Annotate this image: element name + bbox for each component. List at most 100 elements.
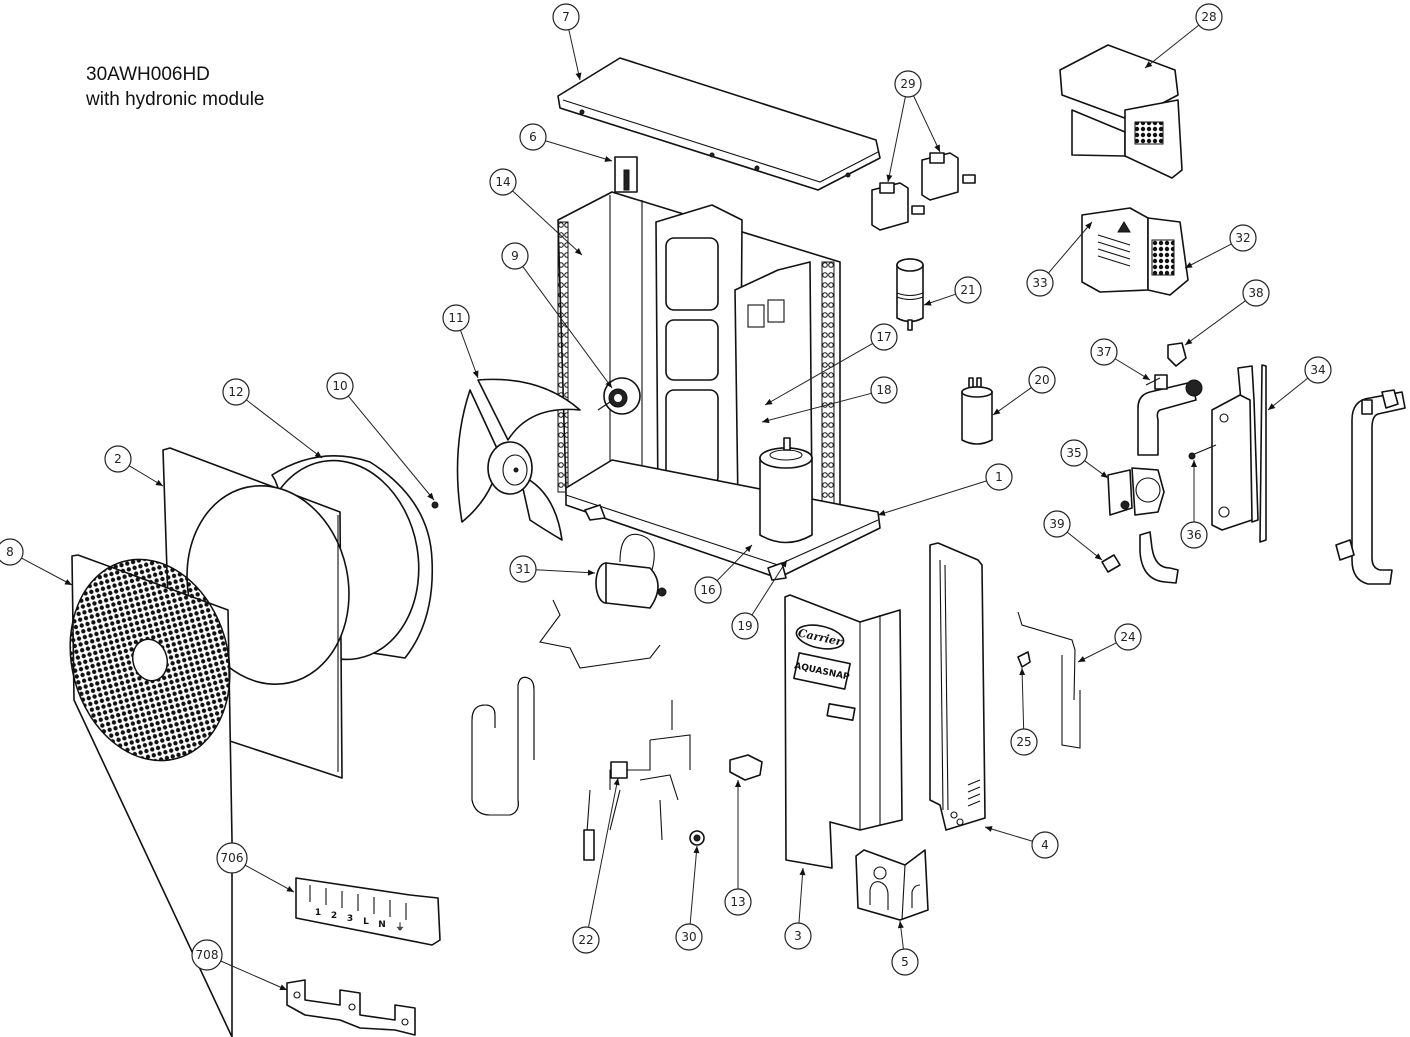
part-electronic-board — [1081, 207, 1189, 296]
arrowhead-icon — [924, 299, 932, 306]
callout-number: 31 — [515, 562, 530, 576]
callout-33: 33 — [1026, 269, 1054, 297]
callout-bubbles: 1234567891011121314161718192021222425282… — [0, 3, 1332, 976]
arrowhead-icon — [64, 579, 72, 585]
arrowhead-icon — [613, 778, 620, 786]
part-pipe-assembly — [1017, 611, 1081, 749]
callout-708: 708 — [191, 939, 223, 971]
arrowhead-icon — [799, 868, 806, 876]
callout-circle — [675, 923, 703, 951]
arrowhead-icon — [1145, 61, 1153, 68]
part-u-pipes — [471, 676, 535, 816]
callout-circle — [954, 276, 982, 304]
callout-31: 31 — [509, 555, 537, 583]
callout-circle — [731, 612, 759, 640]
terminal-label: ⏚ — [395, 922, 404, 933]
arrowhead-icon — [1268, 403, 1276, 410]
part-base-pan — [565, 459, 881, 581]
arrowhead-icon — [693, 846, 700, 854]
leader-line-31 — [535, 569, 596, 574]
callout-number: 7 — [562, 10, 570, 24]
leader-line-33 — [1048, 221, 1093, 274]
arrowhead-icon — [1078, 656, 1086, 662]
arrowhead-icon — [1100, 471, 1108, 478]
leader-line-29 — [913, 95, 941, 153]
callout-circle — [501, 242, 529, 270]
callout-39: 39 — [1043, 510, 1071, 538]
arrowhead-icon — [1094, 553, 1102, 560]
callout-1: 1 — [985, 463, 1013, 491]
callout-3: 3 — [784, 922, 812, 950]
part-top-cover — [557, 57, 881, 191]
callout-8: 8 — [0, 538, 24, 566]
callout-number: 18 — [876, 383, 891, 397]
callout-number: 10 — [332, 379, 347, 393]
callout-circle — [1195, 3, 1223, 31]
callout-17: 17 — [870, 323, 898, 351]
part-return-pipe-assembly — [1335, 389, 1406, 585]
callout-19: 19 — [731, 612, 759, 640]
leader-line-20 — [992, 387, 1032, 416]
arrowhead-icon — [427, 492, 434, 500]
callout-circle — [1060, 439, 1088, 467]
callout-12: 12 — [222, 378, 250, 406]
callout-32: 32 — [1229, 224, 1257, 252]
callout-7: 7 — [552, 3, 580, 31]
part-drain-valve — [1101, 554, 1121, 573]
leader-line-8 — [21, 557, 73, 586]
callout-number: 11 — [448, 311, 463, 325]
leader-line-24 — [1077, 642, 1117, 663]
leader-line-29 — [887, 96, 906, 183]
leader-line-32 — [1184, 243, 1232, 269]
callout-circle — [1180, 521, 1208, 549]
callout-circle — [985, 463, 1013, 491]
arrowhead-icon — [1185, 262, 1193, 268]
callout-14: 14 — [489, 168, 517, 196]
callout-number: 2 — [114, 452, 122, 466]
diagram-title: 30AWH006HD with hydronic module — [86, 62, 264, 112]
arrowhead-icon — [587, 569, 595, 576]
callout-20: 20 — [1028, 366, 1056, 394]
callout-number: 22 — [578, 933, 593, 947]
callout-16: 16 — [694, 576, 722, 604]
callout-circle — [442, 304, 470, 332]
leader-line-6 — [545, 140, 613, 162]
part-grommet — [689, 830, 705, 846]
terminal-label: 3 — [347, 914, 353, 924]
leader-line-17 — [764, 343, 873, 406]
arrowhead-icon — [1085, 222, 1092, 230]
callout-circle — [784, 922, 812, 950]
callout-number: 21 — [960, 283, 975, 297]
part-air-vent — [1167, 342, 1187, 367]
callout-circle — [552, 3, 580, 31]
leader-line-28 — [1144, 24, 1200, 69]
part-inlet-elbow — [1139, 531, 1179, 584]
arrowhead-icon — [993, 408, 1001, 415]
callout-number: 16 — [700, 583, 715, 597]
leader-line-1 — [877, 480, 987, 516]
callout-number: 36 — [1186, 528, 1201, 542]
arrowhead-icon — [878, 510, 886, 516]
callout-number: 38 — [1248, 286, 1263, 300]
model-subtitle: with hydronic module — [86, 89, 265, 110]
callout-number: 9 — [511, 249, 519, 263]
terminal-block-labels: 1 2 3 L N ⏚ — [315, 908, 405, 933]
leader-line-18 — [761, 392, 872, 423]
callout-number: 8 — [6, 545, 14, 559]
terminal-label: L — [363, 917, 369, 927]
arrowhead-icon — [286, 886, 294, 892]
arrowhead-icon — [1142, 373, 1150, 380]
callout-2: 2 — [104, 445, 132, 473]
callout-number: 32 — [1235, 231, 1250, 245]
callout-circle — [1043, 510, 1071, 538]
arrowhead-icon — [605, 380, 612, 388]
callout-circle — [191, 939, 223, 971]
callout-13: 13 — [724, 888, 752, 916]
callout-28: 28 — [1195, 3, 1223, 31]
callout-number: 25 — [1016, 735, 1031, 749]
arrowhead-icon — [279, 984, 287, 990]
callout-number: 13 — [730, 895, 745, 909]
arrowhead-icon — [155, 479, 163, 486]
callout-number: 39 — [1049, 517, 1064, 531]
